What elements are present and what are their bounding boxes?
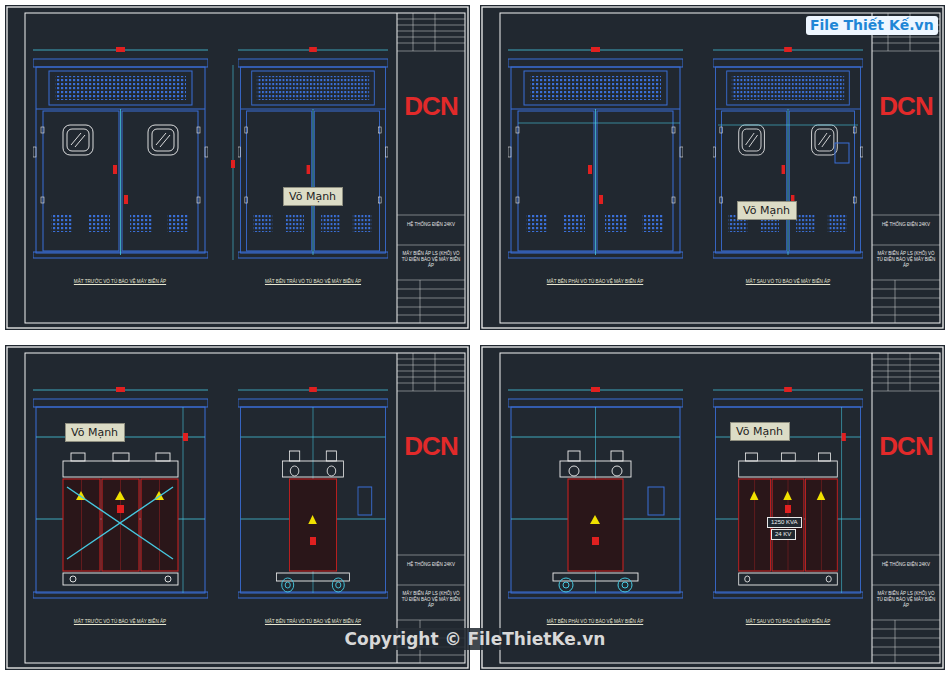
sheet-1 xyxy=(5,5,470,330)
company-logo-box: DCN xyxy=(399,93,463,119)
company-logo: DCN xyxy=(879,91,932,121)
title-block-text-box: HỆ THỐNG ĐIỆN 24KV xyxy=(875,562,937,568)
title-block-text: MÁY BIẾN ÁP LS (KHÔ) VỎ TỦ ĐIỆN BẢO VỆ M… xyxy=(877,591,936,608)
title-block-text: MÁY BIẾN ÁP LS (KHÔ) VỎ TỦ ĐIỆN BẢO VỆ M… xyxy=(402,251,461,268)
sheet-3 xyxy=(5,345,470,670)
author-name: Võ Mạnh xyxy=(289,190,337,203)
company-logo-box: DCN xyxy=(399,433,463,459)
copyright-watermark-box: Copyright © FileThietKe.vn xyxy=(300,629,650,649)
view-caption: MẶT BÊN PHẢI VỎ TỦ BẢO VỆ MÁY BIẾN ÁP xyxy=(547,279,644,284)
view-caption-box: MẶT TRƯỚC VỎ TỦ BẢO VỆ MÁY BIẾN ÁP xyxy=(45,619,195,625)
rating-text: 1250 KVA xyxy=(771,519,798,526)
title-block-text: MÁY BIẾN ÁP LS (KHÔ) VỎ TỦ ĐIỆN BẢO VỆ M… xyxy=(402,591,461,608)
company-logo: DCN xyxy=(404,431,457,461)
author-name: Võ Mạnh xyxy=(736,425,784,438)
view-caption-box: MẶT BÊN TRÁI VỎ TỦ BẢO VỆ MÁY BIẾN ÁP xyxy=(238,619,388,625)
author-tag: Võ Mạnh xyxy=(283,187,343,206)
author-tag: Võ Mạnh xyxy=(737,201,797,220)
view-caption: MẶT SAU VỎ TỦ BẢO VỆ MÁY BIẾN ÁP xyxy=(746,619,831,624)
author-name: Võ Mạnh xyxy=(71,426,119,439)
view-caption-box: MẶT BÊN TRÁI VỎ TỦ BẢO VỆ MÁY BIẾN ÁP xyxy=(238,279,388,285)
rating-box: 24 KV xyxy=(771,529,796,540)
company-logo-box: DCN xyxy=(874,433,938,459)
company-logo: DCN xyxy=(879,431,932,461)
author-tag: Võ Mạnh xyxy=(730,422,790,441)
title-block-text: MÁY BIẾN ÁP LS (KHÔ) VỎ TỦ ĐIỆN BẢO VỆ M… xyxy=(877,251,936,268)
company-logo-box: DCN xyxy=(874,93,938,119)
company-logo: DCN xyxy=(404,91,457,121)
title-block-text-box: HỆ THỐNG ĐIỆN 24KV xyxy=(400,562,462,568)
rating-box: 1250 KVA xyxy=(767,517,802,528)
title-block-text-box: MÁY BIẾN ÁP LS (KHÔ) VỎ TỦ ĐIỆN BẢO VỆ M… xyxy=(400,251,462,269)
copyright-watermark: Copyright © FileThietKe.vn xyxy=(339,628,612,650)
title-block-text-box: HỆ THỐNG ĐIỆN 24KV xyxy=(400,222,462,228)
watermark-box: File Thiết Kế.vn xyxy=(806,16,938,35)
view-caption: MẶT TRƯỚC VỎ TỦ BẢO VỆ MÁY BIẾN ÁP xyxy=(74,619,166,624)
author-name: Võ Mạnh xyxy=(743,204,791,217)
view-caption-box: MẶT SAU VỎ TỦ BẢO VỆ MÁY BIẾN ÁP xyxy=(713,279,863,285)
sheet-2 xyxy=(480,5,945,330)
view-caption: MẶT BÊN PHẢI VỎ TỦ BẢO VỆ MÁY BIẾN ÁP xyxy=(547,619,644,624)
view-caption: MẶT SAU VỎ TỦ BẢO VỆ MÁY BIẾN ÁP xyxy=(746,279,831,284)
title-block-text-box: MÁY BIẾN ÁP LS (KHÔ) VỎ TỦ ĐIỆN BẢO VỆ M… xyxy=(875,591,937,609)
author-tag: Võ Mạnh xyxy=(65,423,125,442)
title-block-text: HỆ THỐNG ĐIỆN 24KV xyxy=(407,222,455,227)
view-caption: MẶT TRƯỚC VỎ TỦ BẢO VỆ MÁY BIẾN ÁP xyxy=(74,279,166,284)
title-block-text-box: MÁY BIẾN ÁP LS (KHÔ) VỎ TỦ ĐIỆN BẢO VỆ M… xyxy=(400,591,462,609)
watermark: File Thiết Kế.vn xyxy=(810,17,934,33)
title-block-text: HỆ THỐNG ĐIỆN 24KV xyxy=(407,562,455,567)
title-block-text: HỆ THỐNG ĐIỆN 24KV xyxy=(882,562,930,567)
view-caption-box: MẶT BÊN PHẢI VỎ TỦ BẢO VỆ MÁY BIẾN ÁP xyxy=(520,619,670,625)
sheet-4 xyxy=(480,345,945,670)
view-caption-box: MẶT BÊN PHẢI VỎ TỦ BẢO VỆ MÁY BIẾN ÁP xyxy=(520,279,670,285)
view-caption-box: MẶT SAU VỎ TỦ BẢO VỆ MÁY BIẾN ÁP xyxy=(713,619,863,625)
view-caption: MẶT BÊN TRÁI VỎ TỦ BẢO VỆ MÁY BIẾN ÁP xyxy=(265,279,361,284)
title-block-text-box: MÁY BIẾN ÁP LS (KHÔ) VỎ TỦ ĐIỆN BẢO VỆ M… xyxy=(875,251,937,269)
title-block-text: HỆ THỐNG ĐIỆN 24KV xyxy=(882,222,930,227)
title-block-text-box: HỆ THỐNG ĐIỆN 24KV xyxy=(875,222,937,228)
view-caption-box: MẶT TRƯỚC VỎ TỦ BẢO VỆ MÁY BIẾN ÁP xyxy=(45,279,195,285)
rating-text: 24 KV xyxy=(775,531,792,538)
view-caption: MẶT BÊN TRÁI VỎ TỦ BẢO VỆ MÁY BIẾN ÁP xyxy=(265,619,361,624)
